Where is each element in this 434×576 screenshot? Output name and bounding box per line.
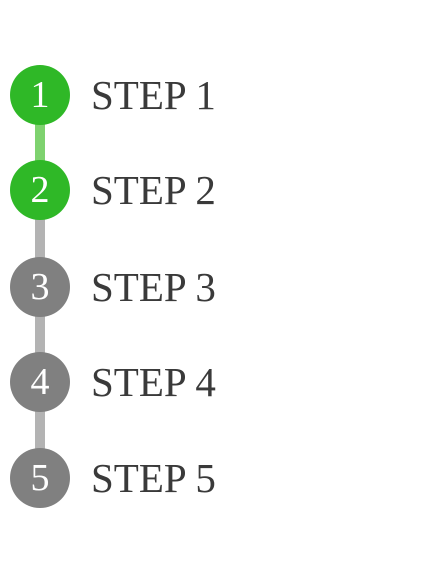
step-label: STEP 1 [91,72,216,118]
step-connector-1-2 [35,95,45,165]
step-label: STEP 2 [91,167,216,213]
step-item-1[interactable]: 1 STEP 1 [10,65,216,125]
step-number-circle: 4 [10,352,70,412]
step-number-circle: 3 [10,257,70,317]
step-connector-3-4 [35,285,45,355]
step-number-circle: 5 [10,448,70,508]
step-item-4[interactable]: 4 STEP 4 [10,352,216,412]
step-item-5[interactable]: 5 STEP 5 [10,448,216,508]
step-item-2[interactable]: 2 STEP 2 [10,160,216,220]
step-label: STEP 4 [91,359,216,405]
step-number-circle: 1 [10,65,70,125]
step-connector-2-3 [35,190,45,260]
step-number-circle: 2 [10,160,70,220]
step-label: STEP 5 [91,455,216,501]
step-label: STEP 3 [91,264,216,310]
step-connector-4-5 [35,380,45,450]
step-item-3[interactable]: 3 STEP 3 [10,257,216,317]
